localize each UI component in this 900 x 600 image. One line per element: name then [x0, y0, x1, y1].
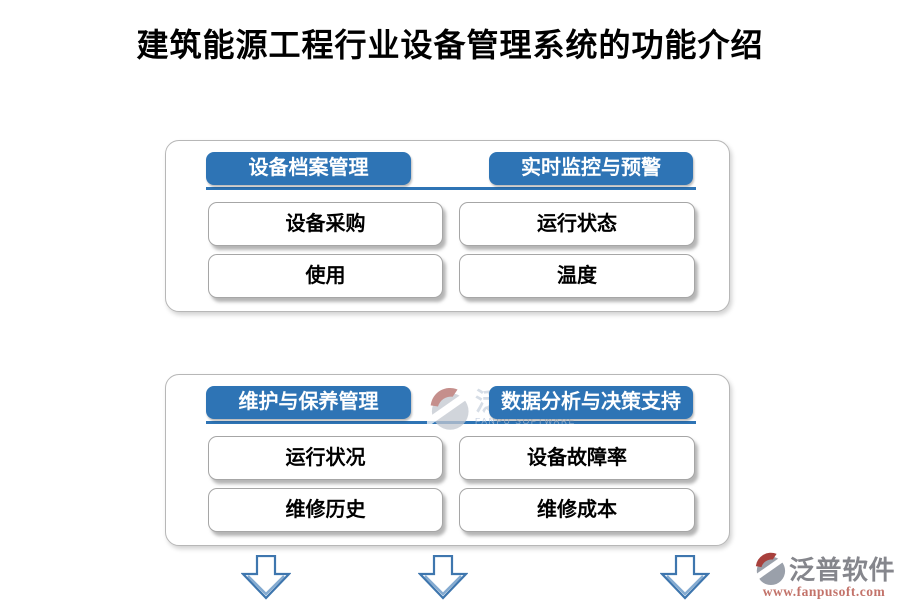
section-header-maintenance[interactable]: 维护与保养管理: [206, 386, 411, 419]
website-url: www.fanpusoft.com: [762, 584, 886, 599]
watermark-brand-subtitle: FANPU SOFTWARE: [475, 416, 576, 426]
feature-button-temperature[interactable]: 温度: [459, 254, 695, 298]
panel-equipment-top: 设备档案管理 实时监控与预警 设备采购 使用 运行状态 温度: [165, 140, 730, 312]
feature-button-repair-history[interactable]: 维修历史: [208, 488, 443, 532]
page-title: 建筑能源工程行业设备管理系统的功能介绍: [136, 27, 764, 63]
section-header-realtime-monitor[interactable]: 实时监控与预警: [489, 152, 693, 185]
down-arrow-icon: [418, 555, 468, 600]
down-arrow-icon: [660, 555, 710, 600]
section-divider: [206, 187, 696, 190]
brand-name: 泛普软件: [789, 556, 896, 585]
down-arrow-icon: [241, 555, 291, 600]
feature-button-usage[interactable]: 使用: [208, 254, 443, 298]
section-header-data-analysis[interactable]: 数据分析与决策支持: [489, 386, 693, 419]
fanpu-logo: 泛普软件 www.fanpusoft.com: [753, 550, 895, 600]
feature-button-failure-rate[interactable]: 设备故障率: [459, 436, 695, 480]
feature-button-repair-cost[interactable]: 维修成本: [459, 488, 695, 532]
feature-button-equipment-purchase[interactable]: 设备采购: [208, 202, 443, 246]
fanpu-logo-icon: [427, 387, 471, 430]
fanpu-logo-icon: [753, 551, 787, 585]
feature-button-running-condition[interactable]: 运行状况: [208, 436, 443, 480]
feature-button-running-state[interactable]: 运行状态: [459, 202, 695, 246]
section-header-equipment-archive[interactable]: 设备档案管理: [206, 152, 411, 185]
